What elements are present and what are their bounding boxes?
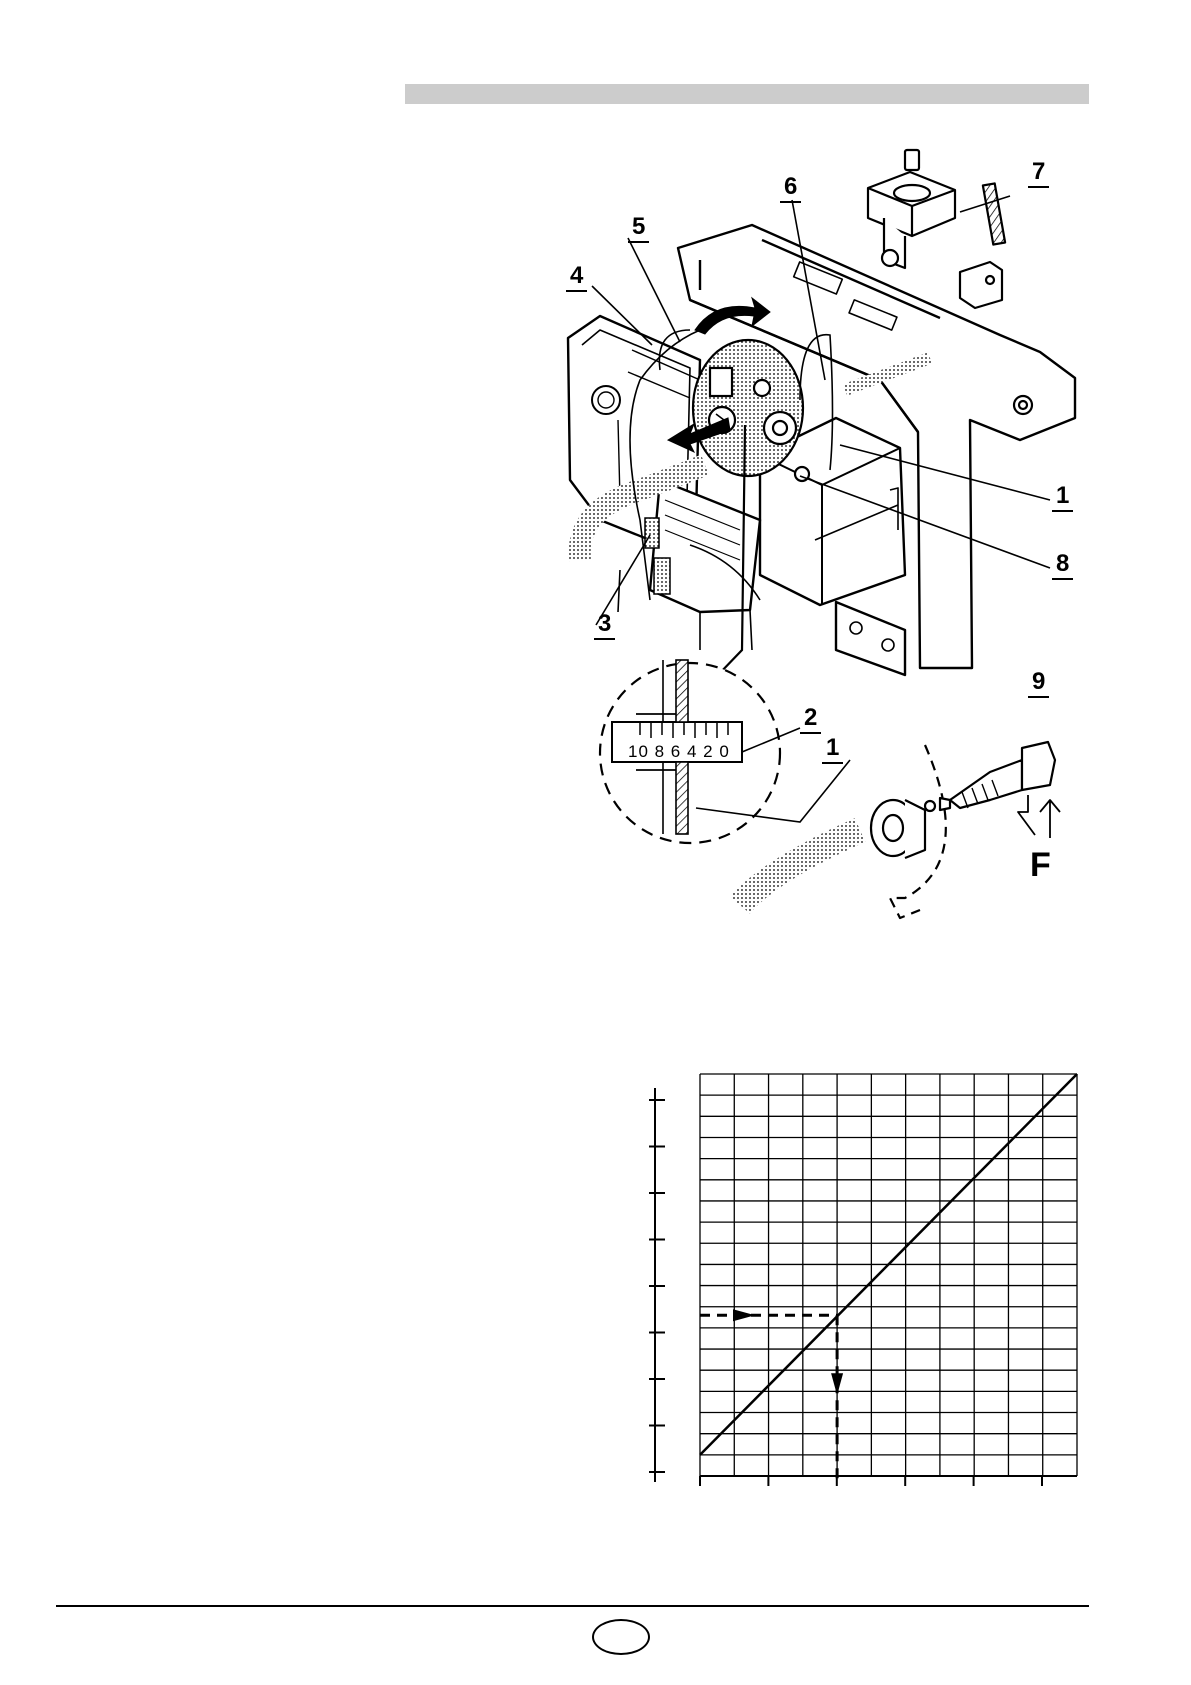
language-badge [592,1619,650,1655]
reading-arrow-right [733,1309,755,1321]
footer-rule [56,1605,1089,1607]
chart-ticks [649,1100,1042,1486]
chart-grid [700,1074,1077,1476]
chart-example-reading [700,1309,843,1484]
